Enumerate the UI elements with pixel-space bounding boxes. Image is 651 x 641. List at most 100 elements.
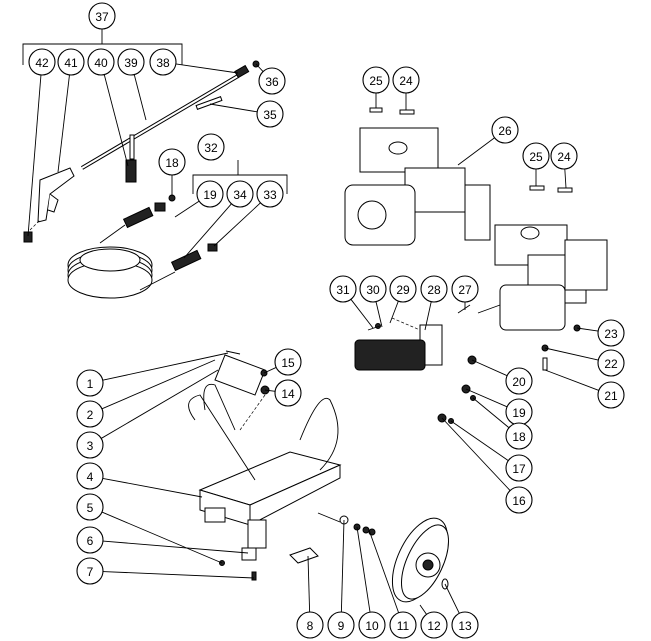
- callout-number: 34: [233, 188, 247, 202]
- leader-line-9: [340, 519, 345, 613]
- callout-number: 14: [281, 387, 295, 401]
- callout-circle: [76, 557, 104, 585]
- callout-35: 35: [256, 100, 284, 128]
- callout-circle: [505, 454, 533, 482]
- callout-number: 30: [366, 283, 380, 297]
- leader-line-33: [213, 202, 261, 247]
- leader-line-3: [100, 369, 219, 439]
- callout-36: 36: [258, 67, 286, 95]
- callout-number: 10: [365, 619, 379, 633]
- callout-number: 17: [512, 462, 526, 476]
- leader-line-5: [101, 511, 223, 564]
- callout-circle: [392, 66, 420, 94]
- callout-number: 25: [369, 74, 383, 88]
- callout-31: 31: [329, 275, 357, 303]
- callout-24: 24: [550, 142, 578, 170]
- callout-12: 12: [420, 611, 448, 639]
- leader-line-36: [255, 63, 264, 72]
- callout-number: 41: [64, 56, 78, 70]
- frame-cart: [188, 350, 342, 581]
- callout-42: 42: [28, 48, 56, 76]
- leader-line-30: [375, 301, 383, 328]
- callout-circle: [76, 526, 104, 554]
- callout-circle: [256, 180, 284, 208]
- leader-line-29: [389, 300, 399, 324]
- callout-circle: [451, 611, 479, 639]
- callout-number: 29: [396, 283, 410, 297]
- callout-number: 35: [263, 108, 277, 122]
- leader-line-11: [368, 529, 400, 613]
- leader-line-17: [450, 420, 509, 461]
- callout-24: 24: [392, 66, 420, 94]
- assembly-bracket-37: [22, 29, 183, 65]
- callout-25: 25: [522, 142, 550, 170]
- leader-line-19: [465, 388, 508, 408]
- callout-circle: [149, 48, 177, 76]
- callout-8: 8: [296, 611, 324, 639]
- callout-circle: [76, 369, 104, 397]
- callout-28: 28: [420, 275, 448, 303]
- leader-line-18: [472, 397, 510, 429]
- callout-19: 19: [505, 398, 533, 426]
- callout-number: 3: [87, 439, 94, 453]
- leader-line-8: [307, 555, 311, 613]
- leader-line-41: [57, 74, 70, 173]
- callout-circle: [76, 462, 104, 490]
- callout-circle: [256, 100, 284, 128]
- callout-circle: [258, 67, 286, 95]
- callout-3: 3: [76, 431, 104, 459]
- callout-circle: [274, 379, 302, 407]
- callout-number: 40: [94, 56, 108, 70]
- callout-38: 38: [149, 48, 177, 76]
- leader-line-40: [103, 74, 129, 167]
- callout-41: 41: [57, 48, 85, 76]
- callout-number: 23: [604, 327, 618, 341]
- callout-circle: [88, 2, 116, 30]
- callout-number: 4: [87, 470, 94, 484]
- callout-number: 37: [95, 10, 109, 24]
- callout-circle: [327, 611, 355, 639]
- leader-line-6: [102, 540, 249, 554]
- leader-line-10: [356, 526, 371, 613]
- callout-number: 38: [156, 56, 170, 70]
- leader-line-23: [576, 327, 599, 332]
- callout-number: 12: [427, 619, 441, 633]
- callout-26: 26: [491, 116, 519, 144]
- callout-number: 16: [512, 494, 526, 508]
- callout-circle: [197, 133, 225, 161]
- callout-number: 31: [336, 283, 350, 297]
- callout-number: 2: [87, 408, 94, 422]
- leader-line-12: [419, 604, 427, 615]
- engine-top: [344, 107, 491, 246]
- leader-line-21: [544, 369, 600, 391]
- callout-number: 18: [512, 430, 526, 444]
- callout-1: 1: [76, 369, 104, 397]
- callout-number: 9: [338, 619, 345, 633]
- callout-13: 13: [451, 611, 479, 639]
- leader-line-34: [183, 203, 232, 259]
- leader-line-31: [350, 299, 374, 329]
- callout-circle: [359, 275, 387, 303]
- callout-circle: [87, 48, 115, 76]
- callout-number: 28: [427, 283, 441, 297]
- callout-circle: [358, 611, 386, 639]
- callout-2: 2: [76, 400, 104, 428]
- callout-11: 11: [389, 611, 417, 639]
- leader-line-13: [444, 583, 460, 614]
- callout-number: 27: [458, 283, 472, 297]
- callout-number: 26: [498, 124, 512, 138]
- callout-circle: [389, 611, 417, 639]
- leader-line-39: [133, 74, 147, 121]
- callout-circle: [362, 66, 390, 94]
- engine-bottom: [477, 185, 608, 371]
- callout-18: 18: [505, 422, 533, 450]
- leader-lines: [27, 63, 600, 615]
- leader-line-1: [102, 352, 229, 381]
- leader-line-20: [471, 359, 508, 377]
- callout-number: 25: [529, 150, 543, 164]
- leader-line-22: [544, 347, 599, 361]
- callout-5: 5: [76, 493, 104, 521]
